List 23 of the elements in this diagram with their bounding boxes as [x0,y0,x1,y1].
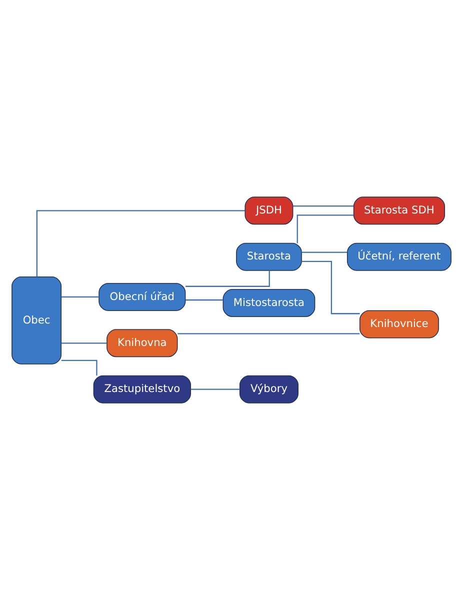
node-box: Knihovna [106,329,178,358]
connector [36,210,246,277]
node-box: Starosta SDH [353,196,446,225]
node-box: Mistostarosta [222,289,316,318]
node-box: Obecní úřad [98,282,186,311]
node-box: JSDH [244,196,294,225]
connector [61,342,107,344]
node-box: Výbory [239,375,298,404]
connector [292,206,354,207]
connector [190,388,240,390]
connector [61,296,99,298]
node-box: Knihovnice [359,310,439,338]
connector [296,214,354,244]
connector [185,299,224,301]
node-box: Starosta [236,242,302,271]
connector [61,360,98,376]
connector [302,252,348,253]
node-box: Účetní, referent [346,242,452,271]
connector [302,260,360,314]
connector [186,270,270,287]
node-box: Obec [12,276,62,364]
node-box: Zastupitelstvo [93,375,191,404]
connector [178,333,360,334]
